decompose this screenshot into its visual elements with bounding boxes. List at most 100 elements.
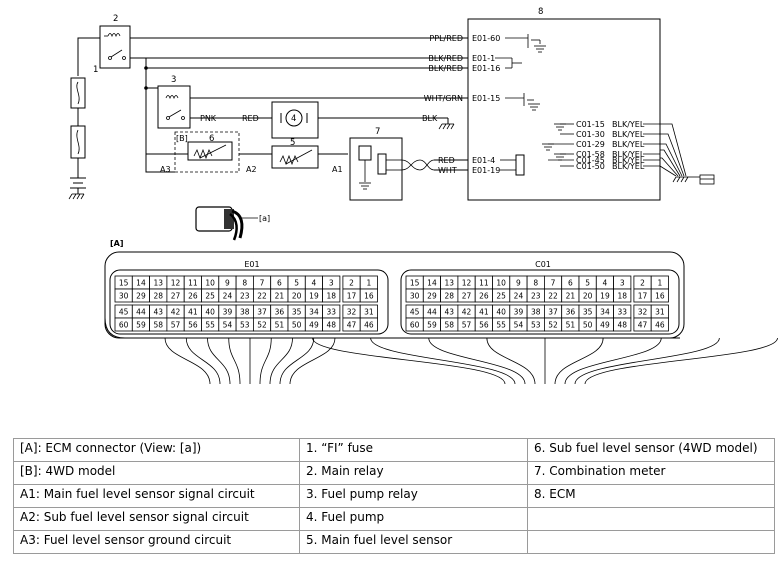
connector-pin-number: 29 xyxy=(427,292,437,301)
connector-pin-number: 2 xyxy=(349,279,354,288)
connector-pin-number: 13 xyxy=(444,279,454,288)
connector-pin-number: 27 xyxy=(171,292,181,301)
connector-pin-number: 2 xyxy=(640,279,645,288)
connector-pin-number: 37 xyxy=(257,308,267,317)
main-sensor-number: 5 xyxy=(290,138,295,148)
connector-pin-number: 30 xyxy=(410,292,420,301)
harness-fan xyxy=(164,337,778,385)
circuit-a1: A1 xyxy=(332,165,343,174)
legend-row: A1: Main fuel level sensor signal circui… xyxy=(13,484,775,508)
connector-pin-number: 28 xyxy=(153,292,163,301)
legend-cell: [B]: 4WD model xyxy=(13,461,300,485)
wire-ppl-red: PPL/RED xyxy=(429,34,463,43)
connector-pin-number: 16 xyxy=(655,292,665,301)
connector-pin-number: 39 xyxy=(514,308,524,317)
connector-pin-number: 57 xyxy=(462,321,472,330)
connector-pin-number: 21 xyxy=(566,292,576,301)
connector-pin-number: 28 xyxy=(444,292,454,301)
connector-pin-number: 6 xyxy=(568,279,573,288)
terminal-e01-60: E01-60 xyxy=(472,34,500,43)
connector-pin-number: 12 xyxy=(462,279,472,288)
connector-pin-number: 7 xyxy=(551,279,556,288)
connector-pin-number: 13 xyxy=(153,279,163,288)
connector-pin-cell xyxy=(613,317,632,332)
ground-pin-wire: BLK/YEL xyxy=(612,140,645,149)
wiring-diagram: 1 2 3 4 [B] 6 xyxy=(68,7,778,385)
connector-pin-number: 52 xyxy=(257,321,267,330)
connector-name: E01 xyxy=(244,260,259,269)
wire-red-pump: RED xyxy=(242,114,259,123)
connector-pin-number: 15 xyxy=(410,279,420,288)
connector-pin-cell xyxy=(650,288,669,303)
connector-pin-number: 51 xyxy=(275,321,285,330)
legend-cell: 5. Main fuel level sensor xyxy=(299,530,528,554)
connector-pin-number: 19 xyxy=(309,292,319,301)
connector-pin-number: 57 xyxy=(171,321,181,330)
connector-pin-number: 4 xyxy=(603,279,608,288)
connector-pin-number: 34 xyxy=(600,308,610,317)
connector-pin-number: 59 xyxy=(136,321,146,330)
ground-fan xyxy=(659,123,715,185)
connector-pin-number: 7 xyxy=(260,279,265,288)
legend-cell: A2: Sub fuel level sensor signal circuit xyxy=(13,507,300,531)
legend-cell: 7. Combination meter xyxy=(527,461,775,485)
wire-blk: BLK xyxy=(422,114,438,123)
ground-pin-label: C01-50 xyxy=(576,162,605,171)
connector-pin-number: 40 xyxy=(496,308,506,317)
connector-pin-number: 35 xyxy=(292,308,302,317)
ecm-ground-pins xyxy=(541,123,574,167)
ground-pin-wire: BLK/YEL xyxy=(612,156,645,165)
connector-pin-number: 1 xyxy=(657,279,662,288)
connector-pin-number: 22 xyxy=(257,292,267,301)
connector-pin-number: 37 xyxy=(548,308,558,317)
connector-pin-number: 36 xyxy=(275,308,285,317)
connector-pin-number: 1 xyxy=(366,279,371,288)
connector-pin-cell xyxy=(359,288,378,303)
connector-pin-number: 24 xyxy=(514,292,524,301)
connector-pin-number: 10 xyxy=(496,279,506,288)
legend-row: A2: Sub fuel level sensor signal circuit… xyxy=(13,507,775,531)
connector-pin-number: 8 xyxy=(242,279,247,288)
fuel-pump-relay-number: 3 xyxy=(171,75,176,85)
legend-cell: [A]: ECM connector (View: [a]) xyxy=(13,438,300,462)
connector-pin-cell xyxy=(613,288,632,303)
wire-pnk: PNK xyxy=(200,114,217,123)
connector-pin-number: 43 xyxy=(153,308,163,317)
circuit-a3: A3 xyxy=(160,165,171,174)
connector-pin-number: 20 xyxy=(292,292,302,301)
connector-pin-cell xyxy=(650,317,669,332)
terminal-e01-16: E01-16 xyxy=(472,64,500,73)
connector-pin-number: 53 xyxy=(240,321,250,330)
connector-pin-number: 35 xyxy=(583,308,593,317)
ecm-connector xyxy=(104,251,685,339)
connector-pin-number: 54 xyxy=(223,321,233,330)
battery-feed xyxy=(68,37,100,200)
connector-pin-number: 45 xyxy=(410,308,420,317)
ground-pin-wire: BLK/YEL xyxy=(612,130,645,139)
connector-pin-number: 18 xyxy=(326,292,336,301)
connector-pin-number: 42 xyxy=(171,308,181,317)
connector-pin-number: 58 xyxy=(444,321,454,330)
connector-pin-number: 23 xyxy=(240,292,250,301)
combination-meter-number: 7 xyxy=(375,127,380,137)
legend-cell: 3. Fuel pump relay xyxy=(299,484,528,508)
connector-pin-number: 49 xyxy=(600,321,610,330)
connector-pin-number: 20 xyxy=(583,292,593,301)
wire-wht-meter: WHT xyxy=(438,166,457,175)
ground-pin-wire: BLK/YEL xyxy=(612,162,645,171)
connector-pin-number: 30 xyxy=(119,292,129,301)
connector-pin-number: 9 xyxy=(516,279,521,288)
connector-pin-number: 6 xyxy=(277,279,282,288)
ecm-box xyxy=(467,18,661,201)
connector-pin-number: 11 xyxy=(479,279,489,288)
connector-pin-number: 45 xyxy=(119,308,129,317)
ground-pin-label: C01-30 xyxy=(576,130,605,139)
connector-pin-number: 4 xyxy=(312,279,317,288)
terminal-e01-15: E01-15 xyxy=(472,94,500,103)
connector-pin-number: 15 xyxy=(119,279,129,288)
connector-pin-number: 34 xyxy=(309,308,319,317)
connector-pin-number: 41 xyxy=(188,308,198,317)
connector-pin-number: 60 xyxy=(410,321,420,330)
